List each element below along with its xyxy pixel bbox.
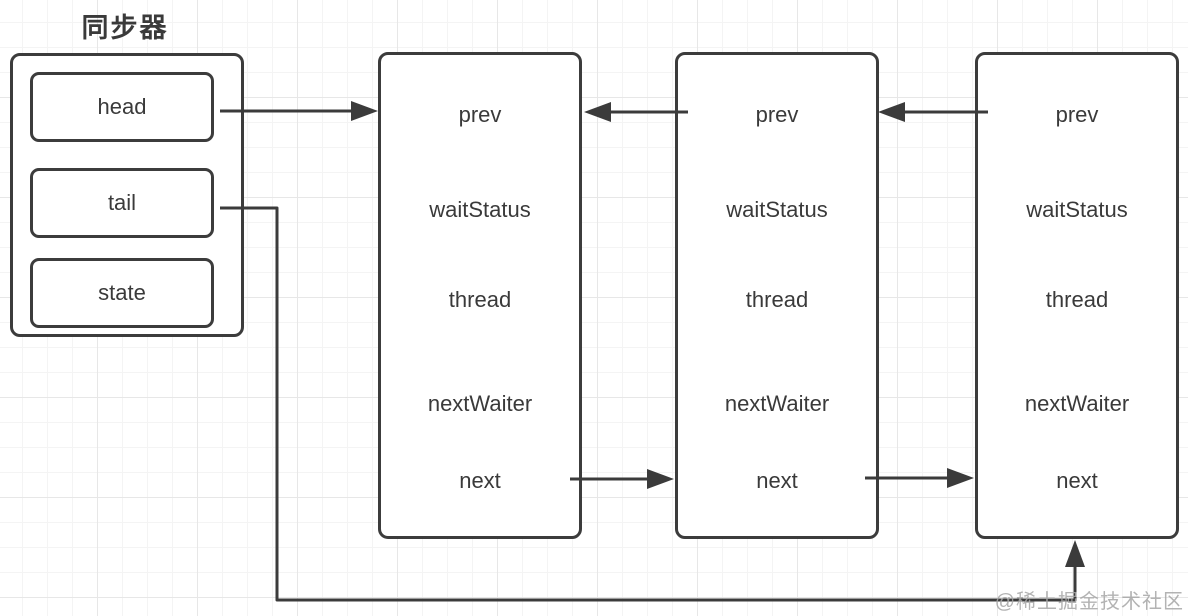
- node-3-field-prev: prev: [1055, 102, 1099, 127]
- node-1-field-nextwaiter: nextWaiter: [427, 391, 533, 416]
- node-1-field-waitstatus: waitStatus: [429, 197, 531, 222]
- arrow-node1-next-to-node2: [570, 469, 674, 489]
- arrow-node3-prev-to-node2: [878, 102, 988, 122]
- arrow-node2-prev-to-node1: [584, 102, 688, 122]
- node-1-field-prev: prev: [458, 102, 502, 127]
- node-2-field-next: next: [756, 468, 798, 493]
- node-2-field-thread: thread: [745, 287, 809, 312]
- diagram-title: 同步器: [81, 13, 169, 43]
- node-2-field-nextwaiter: nextWaiter: [724, 391, 830, 416]
- arrow-node2-next-to-node3: [865, 468, 974, 488]
- queue-node-1: prev waitStatus thread nextWaiter next: [378, 52, 582, 539]
- arrow-tail-to-node3: [220, 206, 1085, 602]
- node-2-field-prev: prev: [755, 102, 799, 127]
- queue-node-2: prev waitStatus thread nextWaiter next: [675, 52, 879, 539]
- node-2-field-waitstatus: waitStatus: [726, 197, 828, 222]
- watermark: @稀土掘金技术社区: [994, 591, 1184, 613]
- node-3-field-next: next: [1056, 468, 1098, 493]
- node-3-field-thread: thread: [1045, 287, 1109, 312]
- node-3-field-waitstatus: waitStatus: [1026, 197, 1128, 222]
- node-1-field-next: next: [459, 468, 501, 493]
- node-3-field-nextwaiter: nextWaiter: [1024, 391, 1130, 416]
- synchronizer-field-head: head: [30, 72, 214, 142]
- queue-node-3: prev waitStatus thread nextWaiter next: [975, 52, 1179, 539]
- synchronizer-field-state: state: [30, 258, 214, 328]
- node-1-field-thread: thread: [448, 287, 512, 312]
- synchronizer-box: head tail state: [10, 53, 244, 337]
- synchronizer-field-tail: tail: [30, 168, 214, 238]
